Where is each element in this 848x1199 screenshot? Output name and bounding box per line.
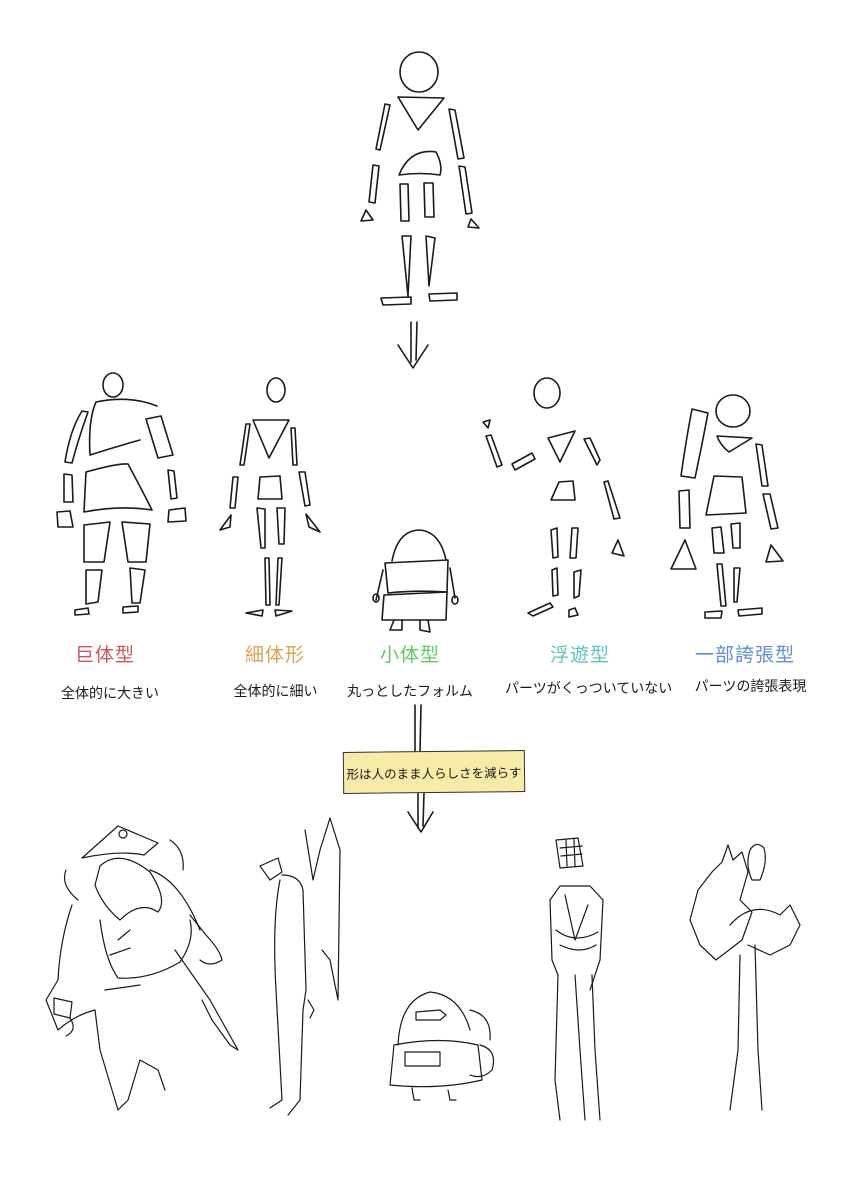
- down-arrow-icon: [407, 704, 434, 833]
- exaggerated-mannequin: [670, 394, 784, 619]
- small-mannequin: [372, 529, 459, 633]
- category-label-floating: 浮遊型: [549, 644, 610, 666]
- floating-mannequin: [482, 377, 625, 618]
- category-label-giant: 巨体型: [74, 644, 135, 666]
- base-mannequin-figure: [360, 51, 480, 306]
- slender-mannequin: [219, 377, 321, 617]
- small-helmet-creature: [389, 991, 495, 1101]
- category-description-floating: パーツがくっついていない: [505, 681, 673, 697]
- transition-note: 形は人のまま人らしさを減らす: [342, 750, 526, 794]
- category-label-small: 小体型: [379, 644, 440, 666]
- category-description-exaggerated: パーツの誇張表現: [694, 679, 807, 695]
- category-label-slender: 細体形: [244, 644, 305, 666]
- pirate-octopus-giant: [45, 825, 239, 1111]
- category-description-small: 丸っとしたフォルム: [347, 684, 473, 700]
- suited-grid-head-figure: [549, 837, 604, 1121]
- giant-mannequin: [56, 372, 187, 616]
- category-description-giant: 全体的に大きい: [61, 686, 159, 702]
- category-label-exaggerated: 一部誇張型: [694, 644, 795, 666]
- fur-covered-exaggerated-figure: [689, 843, 801, 1111]
- transition-note-text: 形は人のまま人らしさを減らす: [346, 764, 522, 782]
- category-description-slender: 全体的に細い: [233, 684, 318, 700]
- down-arrow-icon: [397, 321, 429, 369]
- winged-slender-figure: [259, 817, 341, 1116]
